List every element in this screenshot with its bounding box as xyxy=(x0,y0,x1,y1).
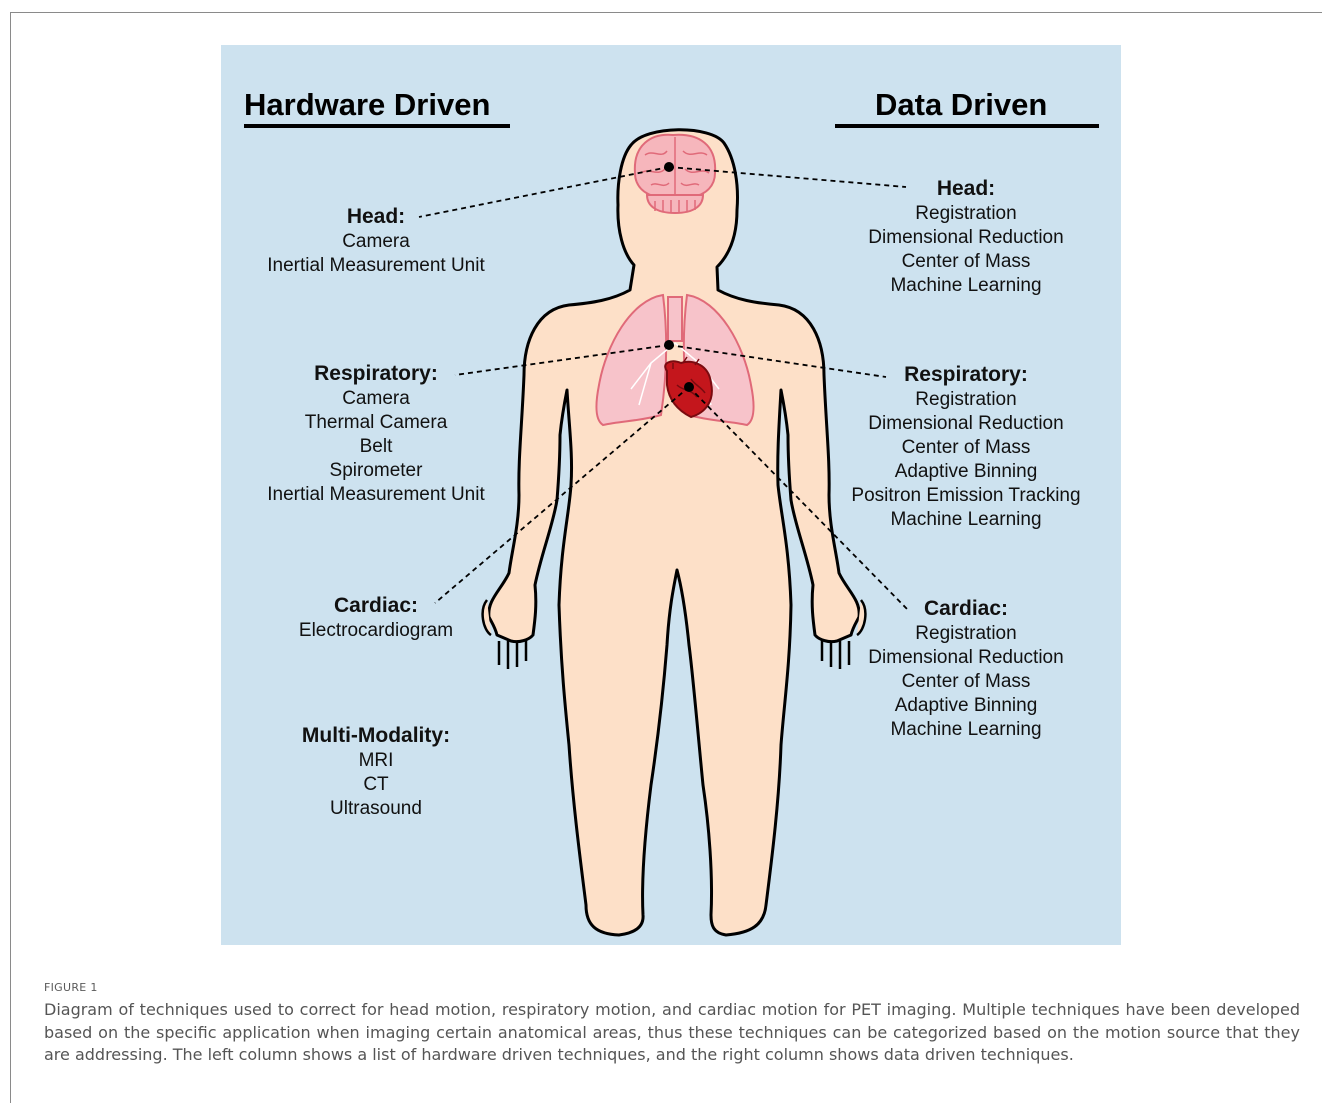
list-item: Inertial Measurement Unit xyxy=(267,484,485,505)
list-item: Registration xyxy=(915,623,1017,644)
data-driven-underline xyxy=(835,124,1099,128)
list-item: Adaptive Binning xyxy=(894,695,1038,716)
list-item: Machine Learning xyxy=(890,509,1042,530)
list-item: Registration xyxy=(915,203,1017,224)
head-anchor-dot xyxy=(664,162,674,172)
hardware-head-title: Head: xyxy=(346,205,406,228)
list-item: Dimensional Reduction xyxy=(868,227,1064,248)
list-item: Adaptive Binning xyxy=(894,461,1038,482)
list-item: Machine Learning xyxy=(890,275,1042,296)
respiratory-anchor-dot xyxy=(664,340,674,350)
list-item: Belt xyxy=(359,436,393,457)
data-respiratory-group: Respiratory: Registration Dimensional Re… xyxy=(821,362,1111,532)
hardware-head-group: Head: Camera Inertial Measurement Unit xyxy=(241,204,511,278)
connector-cardiac-data xyxy=(688,386,910,612)
list-item: Positron Emission Tracking xyxy=(851,485,1081,506)
list-item: CT xyxy=(363,774,389,795)
list-item: Dimensional Reduction xyxy=(868,413,1064,434)
connector-head-data xyxy=(668,166,907,188)
figure-label: FIGURE 1 xyxy=(44,981,98,994)
data-driven-heading: Data Driven xyxy=(875,87,1048,122)
hardware-multimodality-title: Multi-Modality: xyxy=(301,724,451,747)
hardware-respiratory-title: Respiratory: xyxy=(314,362,438,385)
list-item: MRI xyxy=(358,750,394,771)
hardware-driven-heading: Hardware Driven xyxy=(244,87,491,122)
connector-respiratory-hardware xyxy=(454,344,670,376)
body-silhouette xyxy=(487,128,861,937)
data-cardiac-group: Cardiac: Registration Dimensional Reduct… xyxy=(831,596,1101,742)
list-item: Center of Mass xyxy=(901,671,1031,692)
list-item: Thermal Camera xyxy=(304,412,448,433)
cardiac-anchor-dot xyxy=(684,382,694,392)
list-item: Ultrasound xyxy=(330,798,422,819)
list-item: Registration xyxy=(915,389,1017,410)
connector-respiratory-data xyxy=(668,344,887,378)
hardware-respiratory-group: Respiratory: Camera Thermal Camera Belt … xyxy=(241,361,511,507)
hardware-cardiac-group: Cardiac: Electrocardiogram xyxy=(241,593,511,643)
list-item: Center of Mass xyxy=(901,437,1031,458)
right-hand-fingers xyxy=(820,599,867,669)
figure-frame xyxy=(10,12,1322,1103)
list-item: Inertial Measurement Unit xyxy=(267,255,485,276)
list-item: Machine Learning xyxy=(890,719,1042,740)
hardware-cardiac-title: Cardiac: xyxy=(333,594,419,617)
list-item: Dimensional Reduction xyxy=(868,647,1064,668)
connector-cardiac-hardware xyxy=(434,386,690,604)
hardware-multimodality-group: Multi-Modality: MRI CT Ultrasound xyxy=(241,723,511,821)
diagram-panel: Hardware Driven Data Driven Head: Camera… xyxy=(221,45,1121,945)
data-head-group: Head: Registration Dimensional Reduction… xyxy=(831,176,1101,298)
connector-lines xyxy=(418,166,910,612)
figure-caption: Diagram of techniques used to correct fo… xyxy=(44,1000,1300,1065)
data-respiratory-title: Respiratory: xyxy=(904,363,1028,386)
hardware-driven-underline xyxy=(244,124,510,128)
list-item: Camera xyxy=(342,388,410,409)
connector-head-hardware xyxy=(418,166,670,218)
left-hand-fingers xyxy=(481,599,528,669)
list-item: Center of Mass xyxy=(901,251,1031,272)
list-item: Spirometer xyxy=(329,460,423,481)
human-body-diagram xyxy=(418,128,910,937)
brain xyxy=(633,133,717,215)
list-item: Camera xyxy=(342,231,410,252)
data-cardiac-title: Cardiac: xyxy=(923,597,1009,620)
data-head-title: Head: xyxy=(936,177,996,200)
list-item: Electrocardiogram xyxy=(298,620,454,641)
